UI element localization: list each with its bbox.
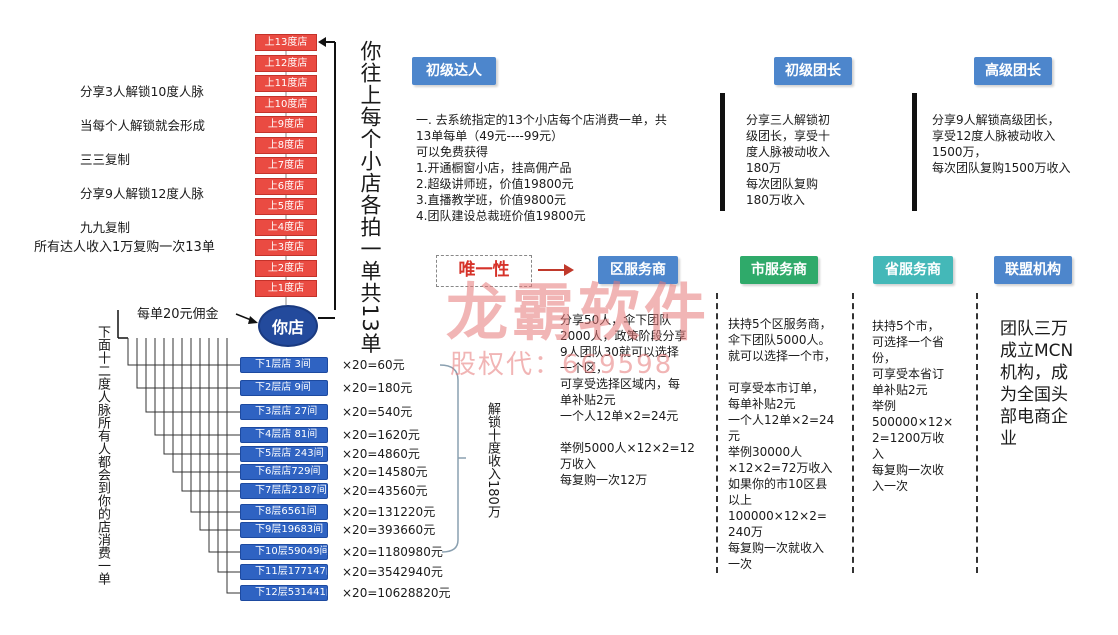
level-formula: ×20=540元 [342,405,413,419]
income-note: 所有达人收入1万复购一次13单 [34,240,215,255]
level-formula: ×20=393660元 [342,523,436,537]
level-formula: ×20=14580元 [342,465,428,479]
level-connector [145,338,240,413]
unlock-note: 解锁十度收入180万 [485,402,500,518]
left-note: 分享3人解锁10度人脉 [80,84,204,99]
lower-level: 下5层店 243间 [240,446,328,462]
upper-store: 上6度店 [255,177,317,195]
divider-bar [912,93,917,211]
district-body: 分享50人，伞下团队 2000人，政策阶段分享 9人团队30就可以选择 一个区，… [560,313,695,487]
province-header: 省服务商 [873,256,953,284]
dashed-divider [852,293,854,573]
level-formula: ×20=10628820元 [342,586,451,600]
lower-level: 下10层59049间 [240,544,328,560]
province-body: 扶持5个市， 可选择一个省 份， 可享受本省订 单补贴2元 举例 500000×… [872,319,954,493]
lower-level: 下3层店 27间 [240,404,328,420]
left-notes: 分享3人解锁10度人脉 当每个人解锁就会形成 三三复制 分享9人解锁12度人脉 … [80,66,205,253]
lower-level: 下11层177147间 [240,564,328,580]
upper-store: 上2度店 [255,259,317,277]
left-note: 三三复制 [80,152,131,167]
lower-level: 下7层店2187间 [240,483,328,499]
junior-leader-header: 初级团长 [774,57,852,85]
level-formula: ×20=1180980元 [342,545,443,559]
alliance-header: 联盟机构 [994,256,1072,284]
level-formula: ×20=43560元 [342,484,428,498]
upper-store: 上5度店 [255,198,317,215]
dashed-divider [716,293,718,573]
level-formula: ×20=1620元 [342,428,420,442]
left-note: 九九复制 [80,220,131,235]
level-connector [208,338,240,553]
lower-level: 下12层531441间 [240,585,328,601]
level-connector [190,338,240,513]
upper-store: 上13度店 [255,34,317,51]
lower-level: 下9层19683间 [240,522,328,538]
divider-bar [720,93,725,211]
watermark-main: 龙霸软件 [446,276,711,349]
level-formula: ×20=180元 [342,381,413,395]
junior-talent-body: 一. 去系统指定的13个小店每个店消费一单，共 13单每单（49元----99元… [416,113,667,223]
level-connector [226,338,240,594]
upper-store: 上4度店 [255,218,317,236]
city-header: 市服务商 [740,256,818,284]
lower-level: 下4层店 81间 [240,427,328,443]
lower-level: 下2层店 9间 [240,380,328,396]
level-formula: ×20=60元 [342,358,405,372]
senior-leader-header: 高级团长 [974,57,1052,85]
district-header: 区服务商 [598,256,678,284]
level-connector [172,338,240,473]
upper-store: 上3度店 [255,239,317,256]
level-connector [217,338,240,573]
lower-level: 下1层店 3间 [240,357,328,373]
level-formula: ×20=4860元 [342,447,420,461]
junior-leader-body: 分享三人解锁初 级团长，享受十 度人脉被动收入 180万 每次团队复购 180万… [746,113,831,207]
level-connector [163,338,240,455]
level-connector [154,338,240,436]
upper-store: 上12度店 [255,54,317,72]
junior-talent-header: 初级达人 [412,57,496,85]
lower-level: 下6层店729间 [240,464,328,480]
upper-store: 上1度店 [255,280,317,297]
level-connector [136,338,240,389]
level-connector [127,338,240,366]
uniqueness-label: 唯一性 [436,255,532,287]
upper-store: 上11度店 [255,75,317,92]
watermark-sub: 股权代：669598 [450,350,674,380]
alliance-body: 团队三万 成立MCN 机构，成 为全国头 部电商企 业 [1000,319,1074,449]
level-connector [199,338,240,531]
level-connector [181,338,240,492]
vertical-instruction: 你往上每个小店各拍一单共13单 [358,40,382,355]
you-store-node: 你店 [258,305,318,347]
left-note: 当每个人解锁就会形成 [80,118,206,133]
left-note: 分享9人解锁12度人脉 [80,186,204,201]
bottom-vertical-note: 下面十二度人脉所有人都会到你的店消费一单 [95,325,110,585]
senior-leader-body: 分享9人解锁高级团长， 享受12度人脉被动收入 1500万， 每次团队复购150… [932,113,1071,175]
upper-store: 上8度店 [255,136,317,154]
dashed-divider [976,293,978,573]
level-formula: ×20=131220元 [342,505,436,519]
commission-note: 每单20元佣金 [137,307,219,322]
upper-store: 上9度店 [255,116,317,133]
level-formula: ×20=3542940元 [342,565,443,579]
upper-store: 上7度店 [255,157,317,174]
lower-level: 下8层6561间 [240,504,328,520]
city-body: 扶持5个区服务商， 伞下团队5000人。 就可以选择一个市， 可享受本市订单， … [728,317,837,571]
upper-store: 上10度店 [255,95,317,113]
